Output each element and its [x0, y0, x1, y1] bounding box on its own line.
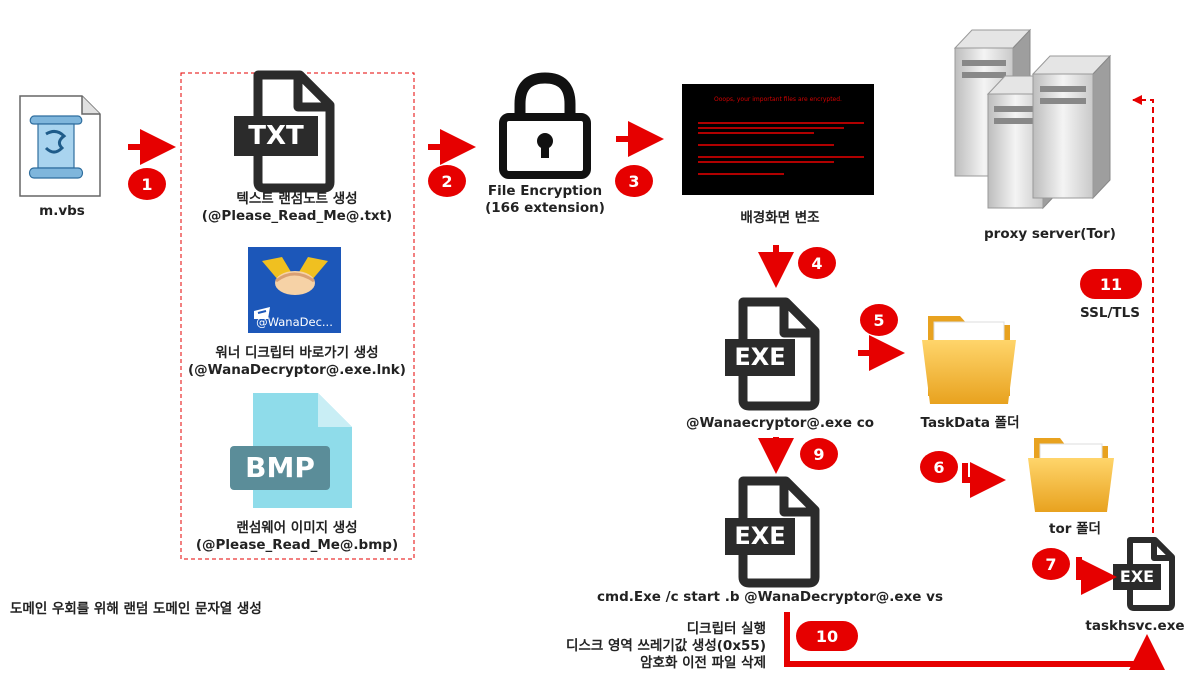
- step-badge-4: 4: [798, 247, 836, 279]
- bmp-icon-label: BMP: [245, 451, 315, 484]
- shortcut-filename: (@WanaDecryptor@.exe.lnk): [188, 362, 406, 378]
- exe-co-label: @Wanaecryptor@.exe co: [685, 415, 875, 431]
- flow-arrows: [128, 95, 1165, 670]
- exe-file-icon-co: [725, 297, 820, 411]
- bmp-filename: (@Please_Read_Me@.bmp): [195, 537, 399, 553]
- proxy-server-icon: [953, 28, 1112, 210]
- arrow-step-11: [1133, 99, 1154, 533]
- shortcut-label: 워너 디크립터 바로가기 생성: [215, 345, 379, 361]
- arrow-step-6: [962, 462, 1006, 498]
- arrow-step-10: [784, 612, 1165, 670]
- mvbs-label: m.vbs: [39, 203, 85, 219]
- cmd-label: cmd.Exe /c start .b @WanaDecryptor@.exe …: [597, 589, 943, 605]
- exe-file-icon-vs: [725, 476, 820, 588]
- exe-icon-label-taskhsvc: EXE: [1119, 567, 1155, 586]
- txt-note-label: 텍스트 랜섬노트 생성: [236, 191, 358, 207]
- taskdata-folder-icon: [922, 316, 1016, 404]
- wanadecryptor-shortcut-icon: @WanaDec...: [248, 247, 341, 333]
- action-disk-garbage: 디스크 영역 쓰레기값 생성(0x55): [566, 638, 766, 654]
- step-badge-2: 2: [428, 165, 466, 197]
- step-badge-9: 9: [800, 438, 838, 470]
- bmp-file-icon: [230, 393, 352, 508]
- exe-icon-label-vs: EXE: [734, 522, 786, 550]
- exe-icon-label-co: EXE: [734, 343, 786, 371]
- step-badge-7: 7: [1032, 548, 1070, 580]
- ransom-wallpaper-headline: Ooops, your important files are encrypte…: [714, 96, 842, 103]
- domain-note: 도메인 우회를 위해 랜덤 도메인 문자열 생성: [10, 601, 262, 617]
- file-encryption-ext: (166 extension): [485, 200, 605, 216]
- ssl-tls-label: SSL/TLS: [1080, 305, 1140, 321]
- bmp-label: 랜섬웨어 이미지 생성: [236, 520, 358, 536]
- group-box: [180, 72, 415, 560]
- exe-file-icon-taskhsvc: [1113, 537, 1175, 611]
- script-file-icon: [19, 95, 101, 197]
- step-badge-3: 3: [615, 165, 653, 197]
- wanadecryptor-shortcut-caption: @WanaDec...: [256, 315, 333, 329]
- taskhsvc-label: taskhsvc.exe: [1085, 618, 1185, 634]
- action-run-decryptor: 디크립터 실행: [686, 621, 766, 637]
- action-delete-originals: 암호화 이전 파일 삭제: [640, 655, 766, 671]
- file-encryption-label: File Encryption: [487, 183, 603, 199]
- step-badge-5: 5: [860, 304, 898, 336]
- step-badge-10: 10: [796, 621, 858, 651]
- tor-folder-icon: [1028, 438, 1114, 512]
- taskdata-label: TaskData 폴더: [920, 415, 1020, 431]
- proxy-server-label: proxy server(Tor): [984, 226, 1116, 242]
- step-badge-1: 1: [128, 168, 166, 200]
- ransom-wallpaper-screenshot: Ooops, your important files are encrypte…: [682, 84, 874, 195]
- lock-icon: [499, 72, 591, 179]
- step-badge-6: 6: [920, 451, 958, 483]
- txt-icon-label: TXT: [248, 121, 304, 151]
- txt-note-filename: (@Please_Read_Me@.txt): [201, 208, 393, 224]
- tor-folder-label: tor 폴더: [1049, 521, 1101, 537]
- wallpaper-label: 배경화면 변조: [740, 210, 820, 226]
- arrow-step-7: [1076, 557, 1117, 595]
- step-badge-11: 11: [1080, 269, 1142, 299]
- txt-file-icon: [234, 70, 335, 193]
